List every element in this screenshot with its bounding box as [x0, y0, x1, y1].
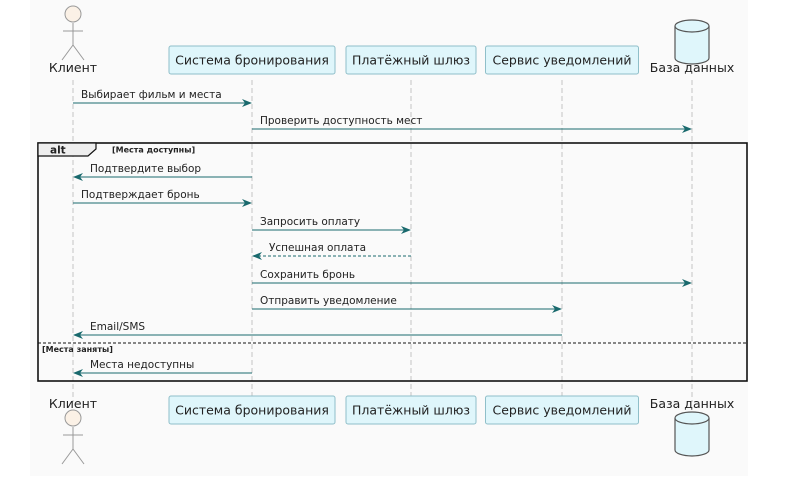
message-label: Отправить уведомление	[260, 295, 397, 307]
database-icon	[674, 26, 710, 65]
alt-condition-1: [Места доступны]	[112, 146, 195, 155]
participant-label-client: Клиент	[49, 396, 97, 411]
participant-label-client: Клиент	[49, 60, 97, 75]
alt-condition-2: [Места заняты]	[42, 345, 113, 354]
actor-leg-right	[72, 448, 85, 465]
alt-keyword: alt	[50, 145, 66, 157]
participant-label-payment: Платёжный шлюз	[352, 53, 470, 68]
actor-icon	[64, 409, 82, 427]
message-label: Проверить доступность мест	[260, 115, 422, 127]
message-label: Запросить оплату	[260, 216, 360, 228]
alt-fragment-tab	[37, 142, 97, 157]
actor-leg-right	[72, 44, 85, 61]
participant-label-booking: Система бронирования	[175, 53, 329, 68]
database-icon	[674, 418, 710, 457]
participant-box-booking	[168, 45, 336, 75]
message-label: Email/SMS	[90, 321, 145, 333]
participant-label-notify: Сервис уведомлений	[493, 53, 632, 68]
message-label: Сохранить бронь	[260, 269, 355, 281]
actor-icon	[64, 5, 82, 23]
participant-label-db: База данных	[650, 396, 734, 411]
participant-label-payment: Платёжный шлюз	[352, 403, 470, 418]
database-icon-top	[674, 19, 710, 33]
participant-box-payment	[345, 45, 477, 75]
message-label: Выбирает фильм и места	[81, 89, 222, 101]
actor-leg-left	[61, 448, 74, 465]
database-icon-top	[674, 411, 710, 425]
participant-box-payment	[345, 395, 477, 425]
alt-fragment-frame	[37, 142, 748, 382]
participant-label-db: База данных	[650, 60, 734, 75]
message-label: Успешная оплата	[269, 242, 366, 254]
message-label: Подтверждает бронь	[81, 189, 200, 201]
participant-label-booking: Система бронирования	[175, 403, 329, 418]
participant-box-booking	[168, 395, 336, 425]
participant-box-notify	[485, 45, 639, 75]
participant-box-notify	[485, 395, 639, 425]
participant-label-notify: Сервис уведомлений	[493, 403, 632, 418]
message-label: Подтвердите выбор	[90, 163, 201, 175]
message-label: Места недоступны	[90, 359, 194, 371]
actor-leg-left	[61, 44, 74, 61]
